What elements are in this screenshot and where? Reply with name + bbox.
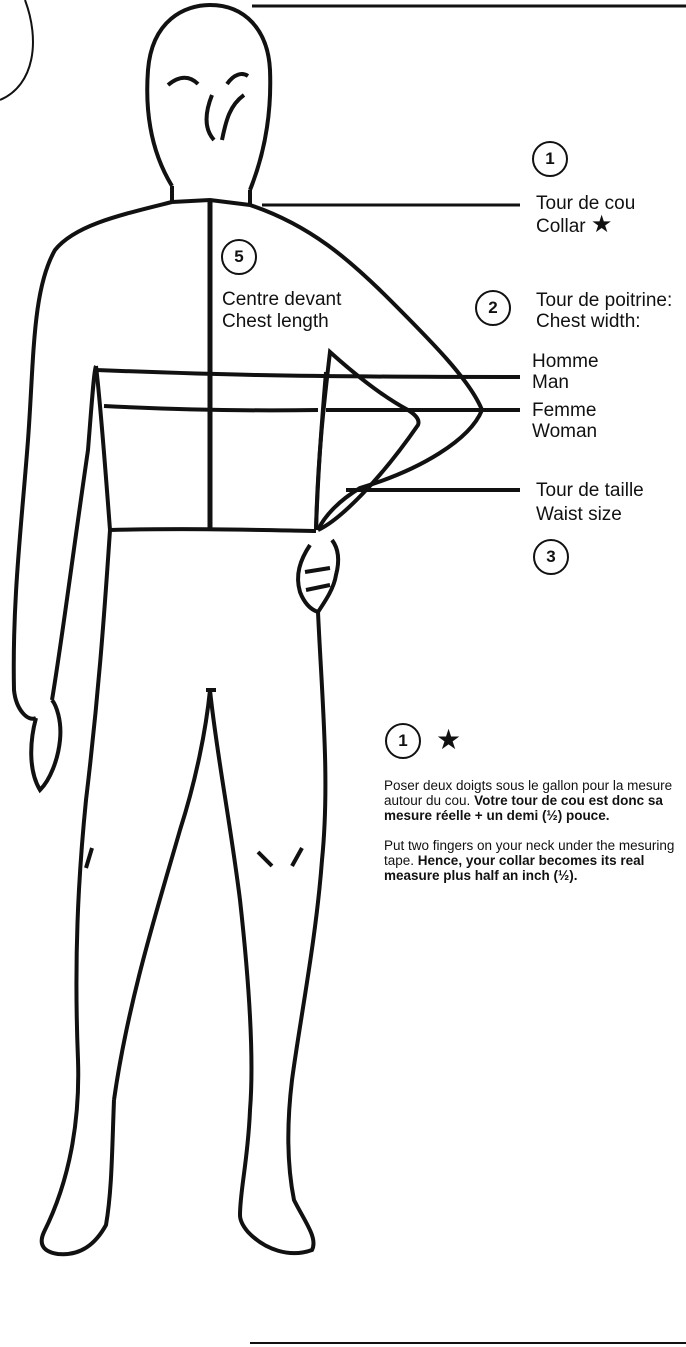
note-french: Poser deux doigts sous le gallon pour la…	[384, 778, 684, 823]
chest-length-label-fr: Centre devant	[222, 290, 341, 310]
man-label-en: Man	[532, 373, 569, 393]
man-label-fr: Homme	[532, 352, 599, 372]
torso-left-side	[96, 366, 110, 530]
note-english-bold: Hence, your collar becomes its real meas…	[384, 853, 644, 883]
chest-width-label-en: Chest width:	[536, 312, 641, 332]
waist-number-badge: 3	[533, 539, 569, 575]
head-outline	[147, 5, 270, 190]
collar-number-badge: 1	[532, 141, 568, 177]
waist-label-en: Waist size	[536, 505, 622, 525]
left-knee-mark	[86, 848, 92, 868]
corner-circle-arc	[0, 0, 33, 100]
nose	[207, 95, 244, 140]
chest-length-label-en: Chest length	[222, 312, 329, 332]
woman-label-fr: Femme	[532, 401, 596, 421]
note-number-badge: 1	[385, 723, 421, 759]
left-eye	[168, 78, 198, 85]
star-icon: ★	[591, 211, 613, 238]
collar-label-en: Collar	[536, 216, 586, 237]
collar-label-en-row: Collar ★	[536, 215, 612, 237]
right-knee-mark-a	[258, 852, 272, 866]
left-inner-arm	[52, 366, 96, 700]
note-english: Put two fingers on your neck under the m…	[384, 838, 684, 883]
left-leg-outer	[42, 530, 114, 1254]
right-knee-mark-b	[292, 848, 302, 866]
note-star-icon: ★	[436, 730, 461, 750]
collar-label-fr: Tour de cou	[536, 194, 635, 214]
torso-right-side	[316, 372, 326, 530]
woman-label-en: Woman	[532, 422, 597, 442]
left-hand	[31, 700, 60, 790]
chest-width-number-badge: 2	[475, 290, 511, 326]
right-leg-outer	[240, 612, 325, 1253]
right-hand	[298, 540, 338, 612]
waist-label-fr: Tour de taille	[536, 481, 644, 501]
right-eye	[227, 74, 248, 84]
left-shoulder-arm	[14, 202, 172, 719]
right-leg-inner	[210, 690, 252, 1215]
chest-length-number-badge: 5	[221, 239, 257, 275]
waist-band	[110, 529, 316, 531]
right-shoulder-arm	[250, 205, 482, 530]
chest-band-woman	[104, 406, 520, 410]
chest-width-label-fr: Tour de poitrine:	[536, 291, 672, 311]
right-inner-arm	[316, 352, 419, 530]
left-leg-inner	[114, 690, 210, 1100]
